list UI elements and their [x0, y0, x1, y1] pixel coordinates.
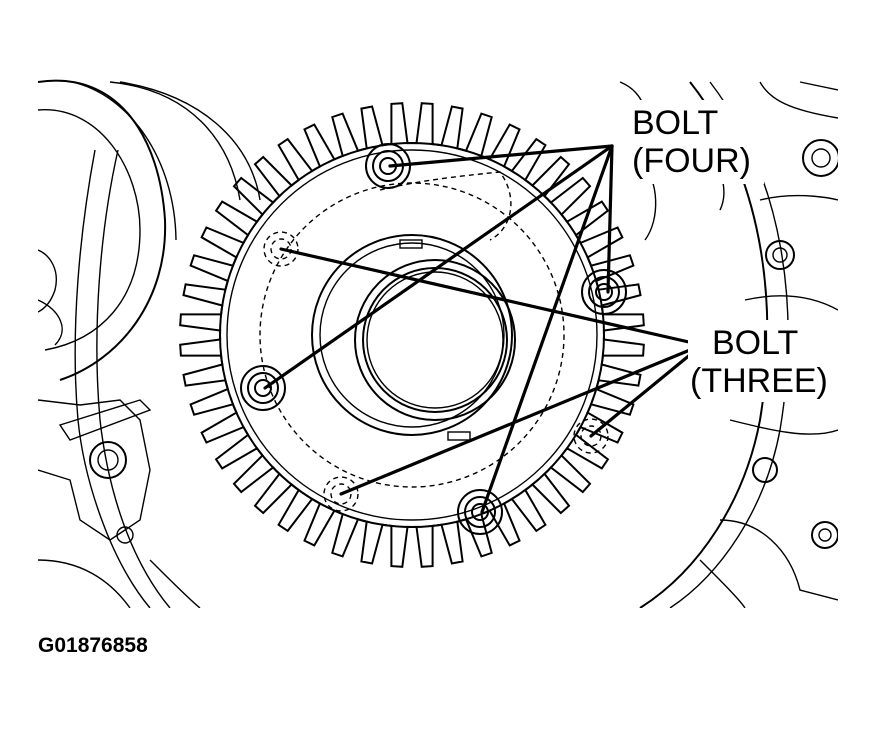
callout-bolt-four-line2: (FOUR)	[632, 142, 751, 180]
bolt-head	[240, 365, 286, 411]
callout-bolt-three-line1: BOLT	[712, 324, 798, 362]
callout-bolt-four: BOLT (FOUR)	[628, 100, 764, 184]
hidden-bolt	[263, 231, 299, 267]
leader-lines-three	[279, 247, 704, 496]
bolt-head	[581, 269, 627, 315]
sprocket	[179, 102, 645, 568]
bolt-four-group	[240, 143, 627, 535]
hidden-bolt	[323, 476, 359, 512]
bolt-three-group	[263, 231, 609, 512]
callout-bolt-four-line1: BOLT	[632, 104, 718, 142]
callout-bolt-three: BOLT (THREE)	[688, 320, 838, 402]
bolt-head	[457, 489, 503, 535]
hidden-bolt	[573, 418, 609, 454]
leader-lines-four	[263, 144, 614, 514]
callout-bolt-three-line2: (THREE)	[690, 362, 828, 400]
figure-id: G01876858	[38, 634, 148, 657]
